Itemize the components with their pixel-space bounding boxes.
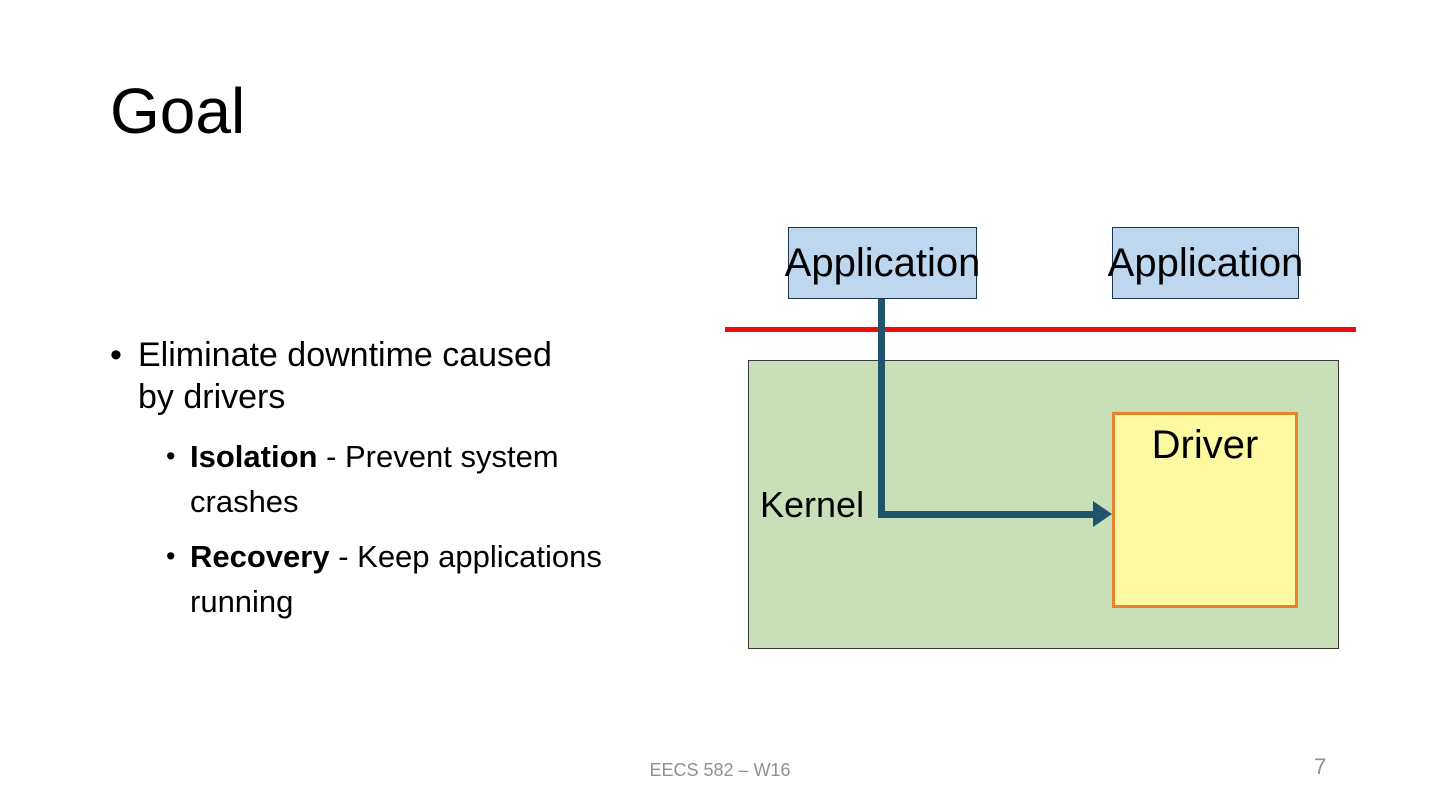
application-box-2: Application (1108, 227, 1303, 299)
sub-bullet-item: • Isolation - Prevent system crashes (166, 434, 730, 524)
sub-bullet-term: Isolation (190, 439, 318, 474)
sub-bullet-rest: - Prevent system crashes (190, 439, 559, 519)
application-box-1: Application (785, 227, 980, 299)
sub-bullet-rest: - Keep applications running (190, 539, 602, 619)
sub-bullet-item: • Recovery - Keep applications running (166, 534, 730, 624)
sub-bullet-text: Recovery - Keep applications running (190, 534, 602, 624)
bullet-text: Eliminate downtime caused by drivers (138, 336, 552, 416)
footer-course-text: EECS 582 – W16 (649, 760, 791, 780)
bullet-item: • Eliminate downtime caused by drivers (110, 334, 730, 418)
application-label: Application (1107, 240, 1304, 285)
sub-bullet-term: Recovery (190, 539, 330, 574)
application-label: Application (784, 240, 981, 285)
connector-horizontal-line (878, 511, 1093, 518)
driver-box: Driver (1112, 412, 1298, 608)
connector-vertical-line (878, 299, 885, 515)
sub-bullet-list: • Isolation - Prevent system crashes • R… (166, 434, 730, 624)
sub-bullet-text: Isolation - Prevent system crashes (190, 434, 559, 524)
slide-page-number: 7 (1314, 754, 1327, 779)
bullet-marker: • (166, 441, 176, 471)
bullet-marker: • (166, 541, 176, 571)
driver-label: Driver (1151, 423, 1259, 467)
kernel-label: Kernel (760, 484, 865, 525)
slide-title: Goal (110, 75, 246, 147)
bullet-marker: • (110, 336, 122, 374)
user-kernel-divider-line (725, 327, 1356, 332)
bullet-list: • Eliminate downtime caused by drivers •… (110, 334, 730, 624)
connector-arrowhead-icon (1093, 501, 1112, 527)
